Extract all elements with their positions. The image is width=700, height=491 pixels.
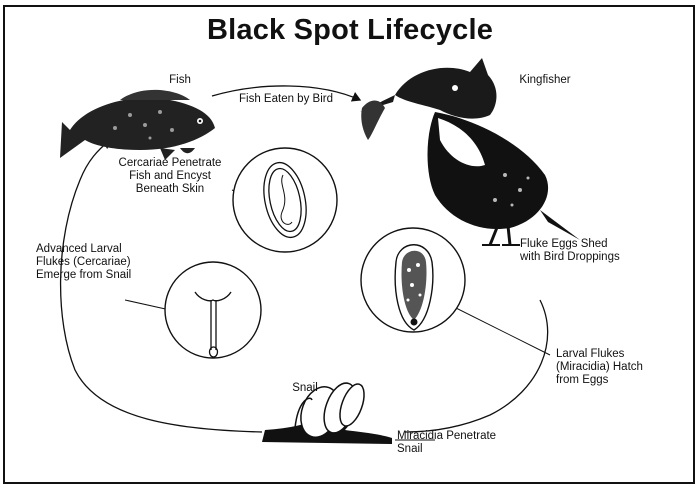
- label-snail: Snail: [275, 382, 335, 395]
- label-cercariae-penetrate: Cercariae Penetrate Fish and Encyst Bene…: [100, 157, 240, 196]
- label-fish: Fish: [150, 74, 210, 87]
- leader-advanced-larval: [125, 300, 170, 310]
- label-advanced-larval-flukes: Advanced Larval Flukes (Cercariae) Emerg…: [36, 243, 166, 282]
- label-miracidia-penetrate: Miracidia Penetrate Snail: [397, 430, 537, 456]
- label-kingfisher: Kingfisher: [495, 74, 595, 87]
- label-fluke-eggs-shed: Fluke Eggs Shed with Bird Droppings: [520, 238, 670, 264]
- fish-illustration: [60, 90, 215, 160]
- label-fish-eaten-by-bird: Fish Eaten by Bird: [206, 93, 366, 106]
- cercaria-stage-circle: [165, 262, 261, 358]
- label-larval-flukes-hatch: Larval Flukes (Miracidia) Hatch from Egg…: [556, 348, 686, 387]
